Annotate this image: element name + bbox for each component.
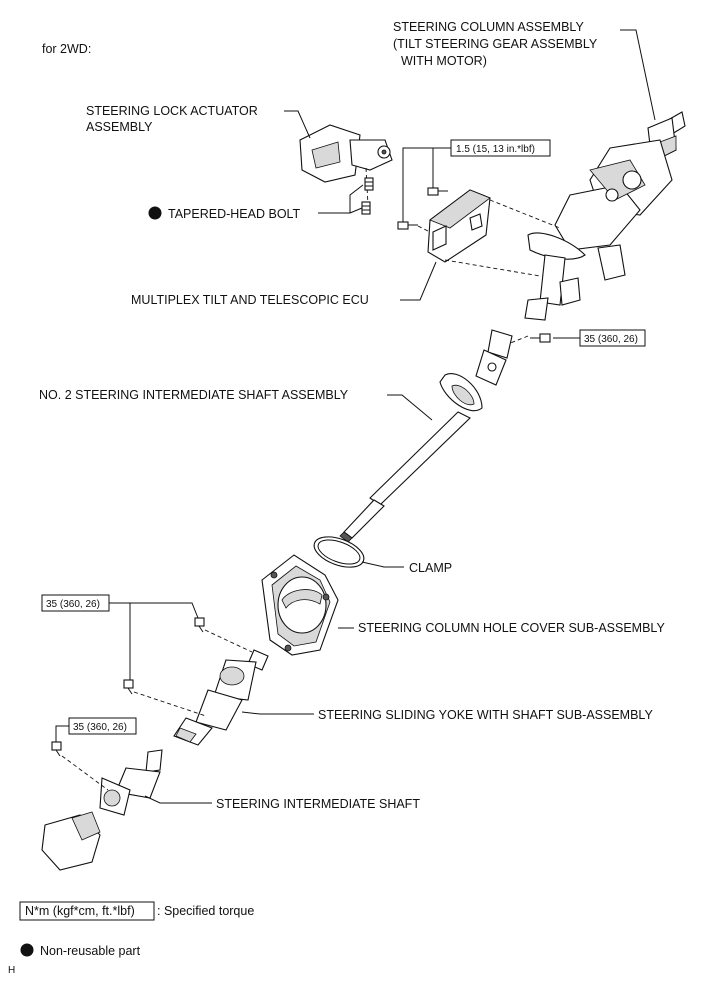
- ecu-leader: [400, 261, 437, 301]
- multiplex-ecu-part: [427, 189, 491, 263]
- lock-actuator-leader: [284, 110, 311, 139]
- column-label-line2: (TILT STEERING GEAR ASSEMBLY: [393, 37, 598, 51]
- yoke-bolt-upper: [194, 617, 205, 633]
- footer-code: H: [8, 965, 15, 976]
- legend-nonreusable-icon: [20, 943, 34, 957]
- shaft-torque-leader: [55, 725, 69, 742]
- legend-torque-box: [19, 901, 155, 921]
- column-label-line1: STEERING COLUMN ASSEMBLY: [393, 20, 584, 34]
- ecu-bolt-lower: [397, 221, 418, 230]
- yoke-bolt-lower: [123, 679, 134, 695]
- tapered-bolt-leader: [318, 184, 364, 214]
- legend-torque-description: : Specified torque: [157, 904, 254, 918]
- tapered-bolt-label: TAPERED-HEAD BOLT: [168, 207, 301, 221]
- intermediate-shaft-part: [99, 749, 163, 816]
- hole-cover-label: STEERING COLUMN HOLE COVER SUB-ASSEMBLY: [358, 621, 665, 635]
- no2-shaft-leader: [387, 394, 433, 421]
- steering-lock-actuator-part: [299, 124, 393, 183]
- ecu-torque-leader: [402, 147, 451, 222]
- column-leader: [620, 29, 656, 121]
- tapered-head-bolt-lower: [361, 201, 371, 215]
- nonreusable-marker-icon: [148, 206, 162, 220]
- yoke-torque-value: 35 (360, 26): [46, 599, 100, 610]
- ecu-bolt-upper: [427, 187, 448, 196]
- sliding-yoke-part: [173, 649, 269, 746]
- intermediate-shaft-label: STEERING INTERMEDIATE SHAFT: [216, 797, 420, 811]
- clamp-part: [313, 536, 365, 568]
- no2-shaft-label: NO. 2 STEERING INTERMEDIATE SHAFT ASSEMB…: [39, 388, 349, 402]
- clamp-leader: [361, 561, 404, 568]
- sliding-yoke-label: STEERING SLIDING YOKE WITH SHAFT SUB-ASS…: [318, 708, 653, 722]
- clamp-label: CLAMP: [409, 561, 452, 575]
- lock-actuator-label-line2: ASSEMBLY: [86, 120, 153, 134]
- sliding-yoke-leader: [241, 711, 314, 715]
- no2-intermediate-shaft-part: [339, 329, 513, 543]
- tapered-head-bolt-upper: [364, 177, 374, 191]
- column-bolt-torque-value: 35 (360, 26): [584, 334, 638, 345]
- column-bolt: [530, 333, 551, 343]
- legend-nonreusable-label: Non-reusable part: [40, 944, 141, 958]
- hole-cover-part: [261, 554, 339, 656]
- variant-label: for 2WD:: [42, 42, 91, 56]
- lock-actuator-label-line1: STEERING LOCK ACTUATOR: [86, 104, 258, 118]
- legend-torque-units: N*m (kgf*cm, ft.*lbf): [25, 904, 135, 918]
- column-label-line3: WITH MOTOR): [401, 54, 487, 68]
- shaft-torque-value: 35 (360, 26): [73, 722, 127, 733]
- steering-column-assembly-part: [524, 111, 686, 321]
- intermediate-shaft-leader: [144, 795, 212, 804]
- yoke-torque-leader: [109, 602, 199, 680]
- ecu-label: MULTIPLEX TILT AND TELESCOPIC ECU: [131, 293, 369, 307]
- shaft-bolt: [51, 741, 62, 757]
- steering-gear-input-part: [41, 811, 101, 871]
- ecu-torque-value: 1.5 (15, 13 in.*lbf): [456, 144, 535, 155]
